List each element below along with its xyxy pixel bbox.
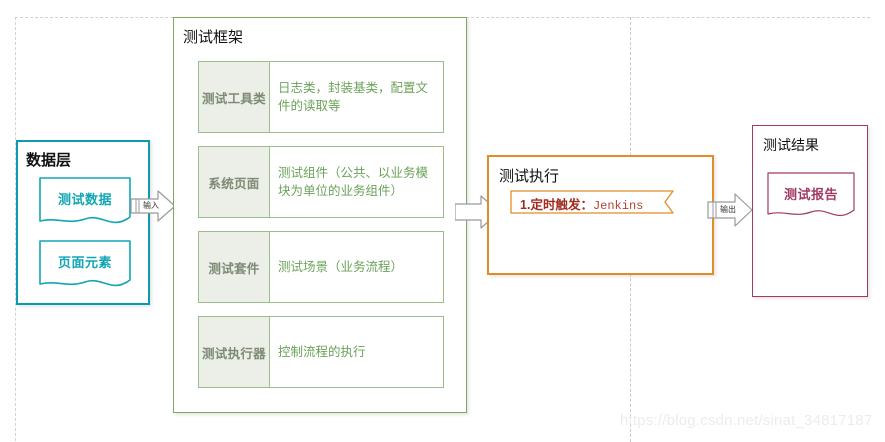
framework-row-pages[interactable]: 系统页面 测试组件（公共、以业务模块为单位的业务组件） xyxy=(198,146,444,218)
execution-title: 测试执行 xyxy=(499,168,560,185)
document-label: 测试数据 xyxy=(57,192,112,207)
framework-row-runner[interactable]: 测试执行器 控制流程的执行 xyxy=(198,316,444,388)
document-label: 测试报告 xyxy=(783,187,838,202)
arrow-input: 输入 xyxy=(128,186,178,226)
test-framework-box[interactable]: 测试框架 测试工具类 日志类，封装基类，配置文件的读取等 系统页面 测试组件（公… xyxy=(173,17,467,413)
arrow-right-icon xyxy=(707,193,753,227)
execution-ribbon[interactable]: 1.定时触发：Jenkins xyxy=(510,190,674,214)
ribbon-index: 1. xyxy=(520,198,531,212)
framework-row-key: 测试执行器 xyxy=(199,317,270,387)
ribbon-text: 1.定时触发：Jenkins xyxy=(520,194,643,213)
data-layer-title: 数据层 xyxy=(26,152,72,169)
framework-title: 测试框架 xyxy=(183,29,244,46)
data-layer-box[interactable]: 数据层 测试数据 页面元素 xyxy=(16,140,150,305)
arrow-right-icon xyxy=(130,190,176,222)
ribbon-shape-icon xyxy=(510,190,674,214)
framework-row-suites[interactable]: 测试套件 测试场景（业务流程） xyxy=(198,231,444,303)
framework-row-key: 测试套件 xyxy=(199,232,270,302)
framework-row-key: 测试工具类 xyxy=(199,62,270,132)
test-execution-box[interactable]: 测试执行 1.定时触发：Jenkins xyxy=(487,155,714,275)
document-icon xyxy=(767,172,855,216)
document-icon xyxy=(39,240,131,287)
document-shape-test-data[interactable]: 测试数据 xyxy=(39,177,131,229)
ribbon-trigger: 定时触发： xyxy=(530,198,593,212)
framework-row-tools[interactable]: 测试工具类 日志类，封装基类，配置文件的读取等 xyxy=(198,61,444,133)
framework-row-key: 系统页面 xyxy=(199,147,270,217)
document-label: 页面元素 xyxy=(57,255,112,270)
watermark-text: https://blog.csdn.net/sinat_34817187 xyxy=(620,412,873,429)
test-result-box[interactable]: 测试结果 测试报告 xyxy=(752,125,868,297)
arrow-input-label: 输入 xyxy=(143,201,159,210)
framework-row-value: 测试场景（业务流程） xyxy=(278,259,404,274)
framework-row-value: 日志类，封装基类，配置文件的读取等 xyxy=(278,80,429,113)
document-icon xyxy=(39,177,131,224)
result-title: 测试结果 xyxy=(763,137,819,153)
arrow-output: 输出 xyxy=(705,190,755,230)
framework-row-value: 测试组件（公共、以业务模块为单位的业务组件） xyxy=(278,165,429,198)
arrow-output-label: 输出 xyxy=(720,205,736,214)
document-shape-page-elements[interactable]: 页面元素 xyxy=(39,240,131,292)
document-shape-test-report[interactable]: 测试报告 xyxy=(767,172,855,224)
framework-row-value: 控制流程的执行 xyxy=(278,344,366,359)
ribbon-tool: Jenkins xyxy=(592,199,644,213)
